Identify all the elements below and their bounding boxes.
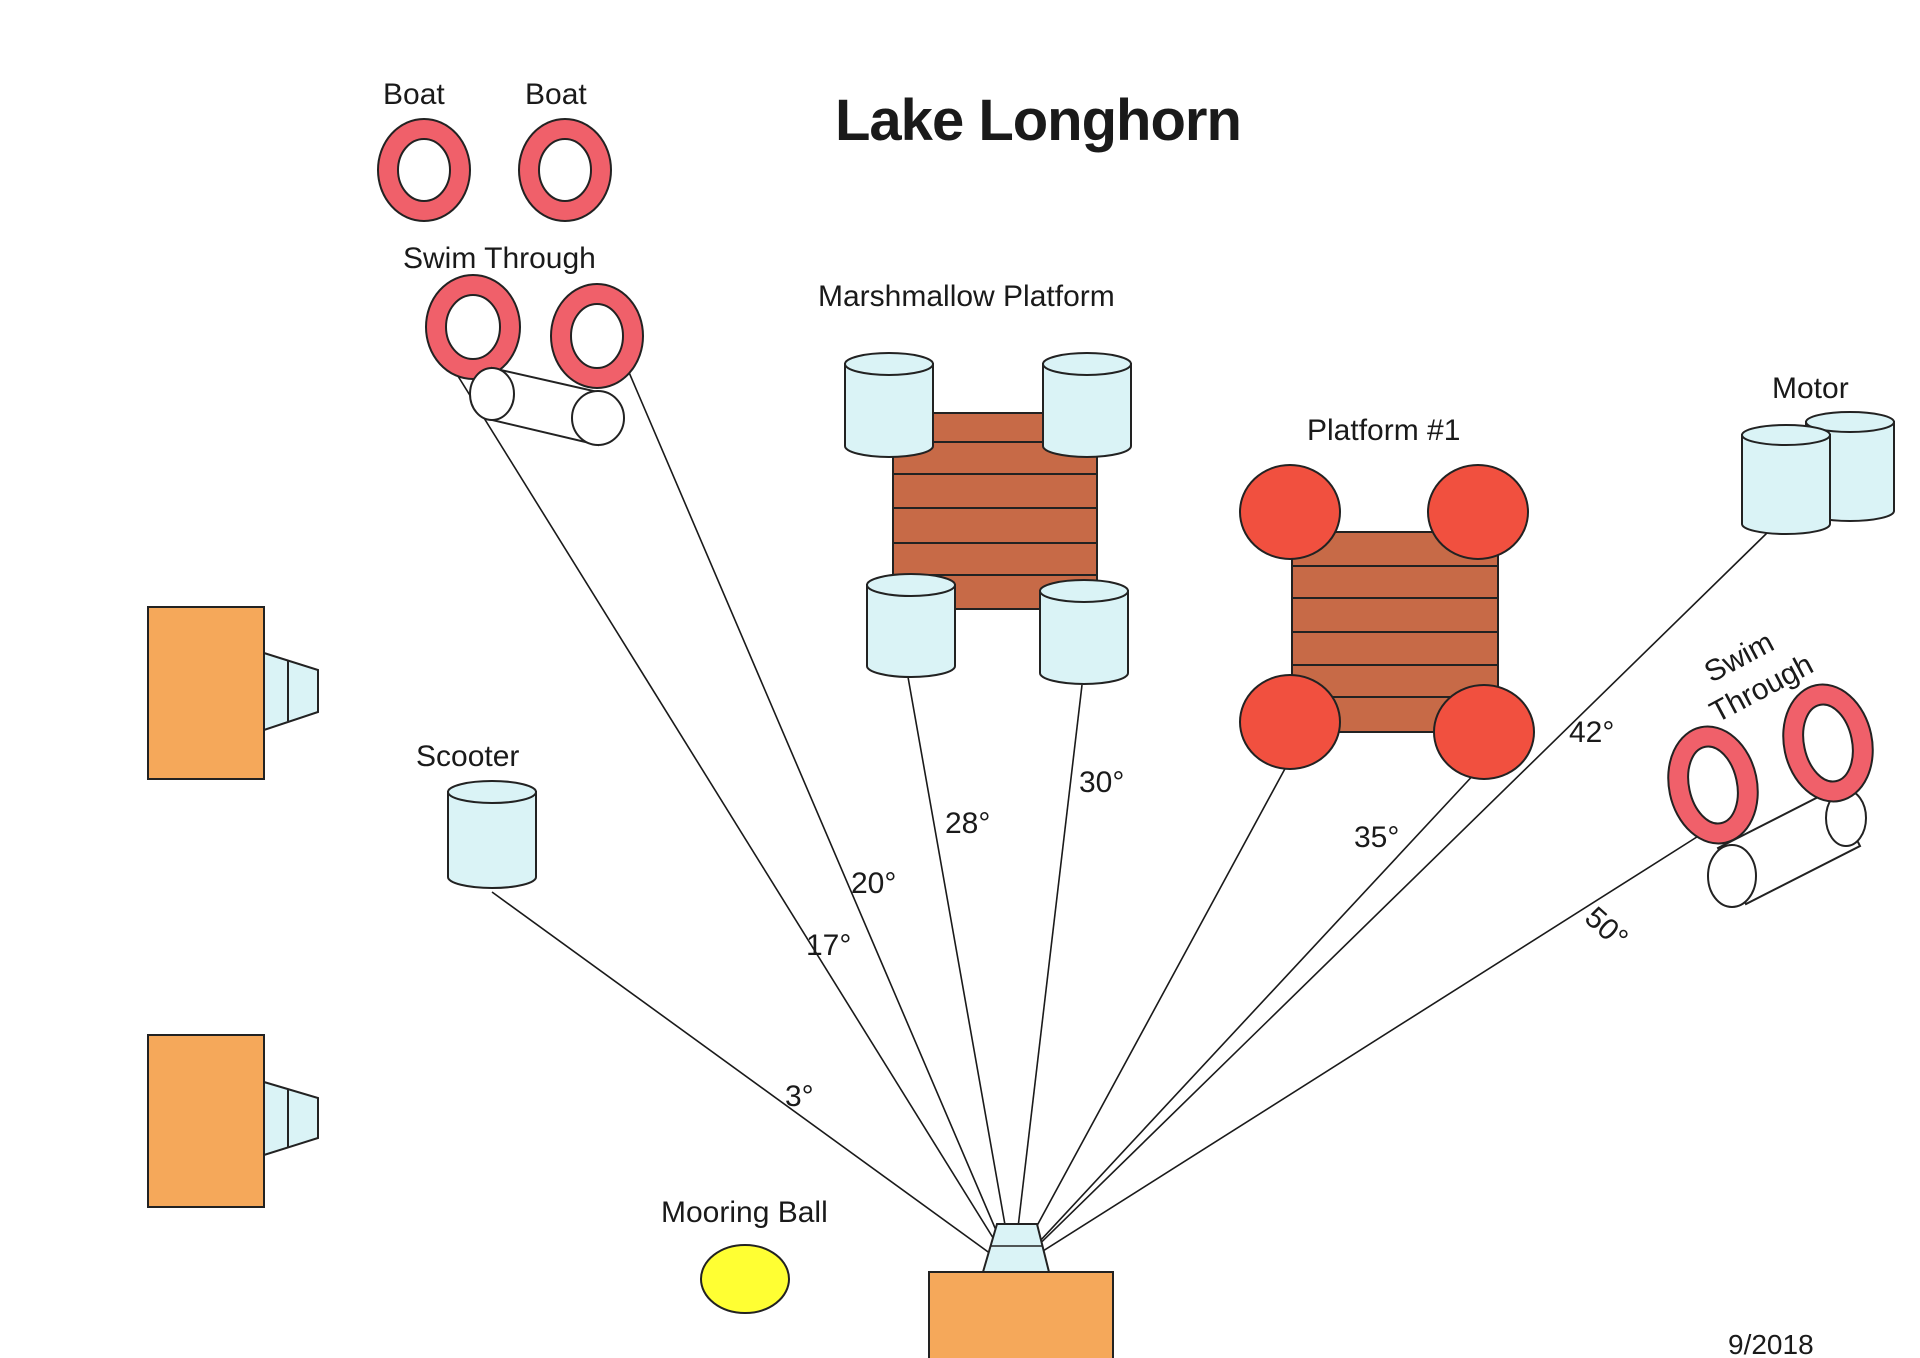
mooring-ball-label: Mooring Ball — [661, 1196, 828, 1229]
boat-1: Boat — [377, 78, 471, 222]
angle-labels: 3° 17° 20° 28° 30° 35° 42° 50° — [785, 716, 1634, 1113]
motor-label: Motor — [1772, 372, 1849, 405]
line-marshmallow-b — [1012, 684, 1083, 1271]
swim-through-left-ring-2-inner — [570, 303, 624, 369]
boat-2-label: Boat — [525, 78, 587, 111]
diagram-date: 9/2018 — [1728, 1329, 1814, 1358]
swim-through-right: Swim Through — [1667, 626, 1874, 908]
platform-1-buoy-tr — [1427, 464, 1529, 560]
swim-through-right-ring-2 — [1783, 685, 1873, 801]
swim-through-left-tube-back — [469, 367, 515, 421]
barrel-body — [1042, 363, 1132, 458]
boat-2: Boat — [518, 78, 612, 222]
boat-2-ring-outer — [518, 118, 612, 222]
marshmallow-barrel-tr — [1042, 352, 1132, 458]
angle-marshmallow-b: 30° — [1079, 766, 1124, 799]
line-swim-through-left-b — [627, 369, 1014, 1271]
barrel-top — [1042, 352, 1132, 376]
scooter: Scooter — [416, 740, 537, 889]
swim-through-left-tube-front — [571, 390, 625, 446]
line-motor — [1012, 531, 1769, 1271]
angle-swim-through-left-b: 20° — [851, 867, 896, 900]
dock-block — [147, 606, 265, 780]
angle-marshmallow-a: 28° — [945, 807, 990, 840]
platform-1-buoy-tl — [1239, 464, 1341, 560]
motor: Motor — [1741, 372, 1895, 535]
swim-through-right-ring-2-outer — [1782, 683, 1874, 803]
barrel-top — [1805, 411, 1895, 433]
boat-1-label: Boat — [383, 78, 445, 111]
platform-1-buoy-bl — [1239, 674, 1341, 770]
swim-through-left-label: Swim Through — [403, 242, 596, 275]
diagram-title: Lake Longhorn — [835, 88, 1241, 153]
mooring-ball: Mooring Ball — [661, 1196, 828, 1314]
swim-through-right-ring-1-inner — [1687, 745, 1739, 825]
barrel-body — [1741, 434, 1831, 535]
marshmallow-barrel-bl — [866, 573, 956, 678]
swim-through-left: Swim Through — [403, 242, 644, 447]
barrel-top — [1039, 579, 1129, 603]
swim-through-right-tube-front — [1707, 844, 1757, 908]
boat-1-ring-outer — [377, 118, 471, 222]
line-platform-1-b — [1012, 769, 1479, 1271]
marshmallow-platform: Marshmallow Platform — [818, 280, 1132, 685]
boat-1-ring-inner — [397, 138, 451, 202]
barrel-body — [844, 363, 934, 458]
base-dock-ramp — [981, 1223, 1051, 1273]
platform-1-label: Platform #1 — [1307, 414, 1460, 447]
swim-through-right-ring-1 — [1668, 727, 1758, 843]
marshmallow-platform-label: Marshmallow Platform — [818, 280, 1115, 313]
motor-barrel-front — [1741, 424, 1831, 535]
swim-through-right-ring-1-outer — [1667, 725, 1759, 845]
base-dock — [928, 1223, 1114, 1358]
scooter-barrel-top — [447, 780, 537, 804]
barrel-body — [866, 584, 956, 678]
dock-block — [147, 1034, 265, 1208]
angle-scooter: 3° — [785, 1080, 814, 1113]
angle-swim-through-right: 50° — [1578, 901, 1634, 956]
swim-through-left-ring-1 — [426, 275, 520, 379]
angle-motor: 42° — [1569, 716, 1614, 749]
base-dock-block — [928, 1271, 1114, 1358]
line-swim-through-left-a — [447, 359, 1014, 1271]
dock-upper-left — [147, 606, 319, 780]
scooter-barrel-body — [447, 791, 537, 889]
scooter-label: Scooter — [416, 740, 519, 773]
swim-through-left-ring-1-inner — [445, 294, 501, 360]
marshmallow-barrel-tl — [844, 352, 934, 458]
barrel-body — [1039, 590, 1129, 685]
line-platform-1-a — [1012, 764, 1288, 1271]
angle-swim-through-left-a: 17° — [806, 929, 851, 962]
boat-1-ring — [378, 119, 470, 221]
line-swim-through-right — [1012, 834, 1701, 1271]
line-scooter — [491, 891, 1014, 1271]
dock-lower-left — [147, 1034, 319, 1208]
sight-lines — [447, 359, 1769, 1271]
swim-through-left-ring-2 — [551, 284, 643, 388]
dock-ramp — [263, 1080, 319, 1157]
barrel-top — [866, 573, 956, 597]
barrel-top — [1741, 424, 1831, 446]
dock-ramp — [263, 651, 319, 732]
angle-platform-1: 35° — [1354, 821, 1399, 854]
swim-through-right-ring-2-inner — [1802, 703, 1854, 783]
boat-2-ring-inner — [538, 138, 592, 202]
platform-1: Platform #1 — [1239, 414, 1535, 780]
mooring-ball-shape — [700, 1244, 790, 1314]
boat-2-ring — [519, 119, 611, 221]
marshmallow-barrel-br — [1039, 579, 1129, 685]
barrel-top — [844, 352, 934, 376]
platform-1-buoy-br — [1433, 684, 1535, 780]
line-marshmallow-a — [907, 676, 1014, 1271]
swim-through-left-ring-2-outer — [550, 283, 644, 389]
